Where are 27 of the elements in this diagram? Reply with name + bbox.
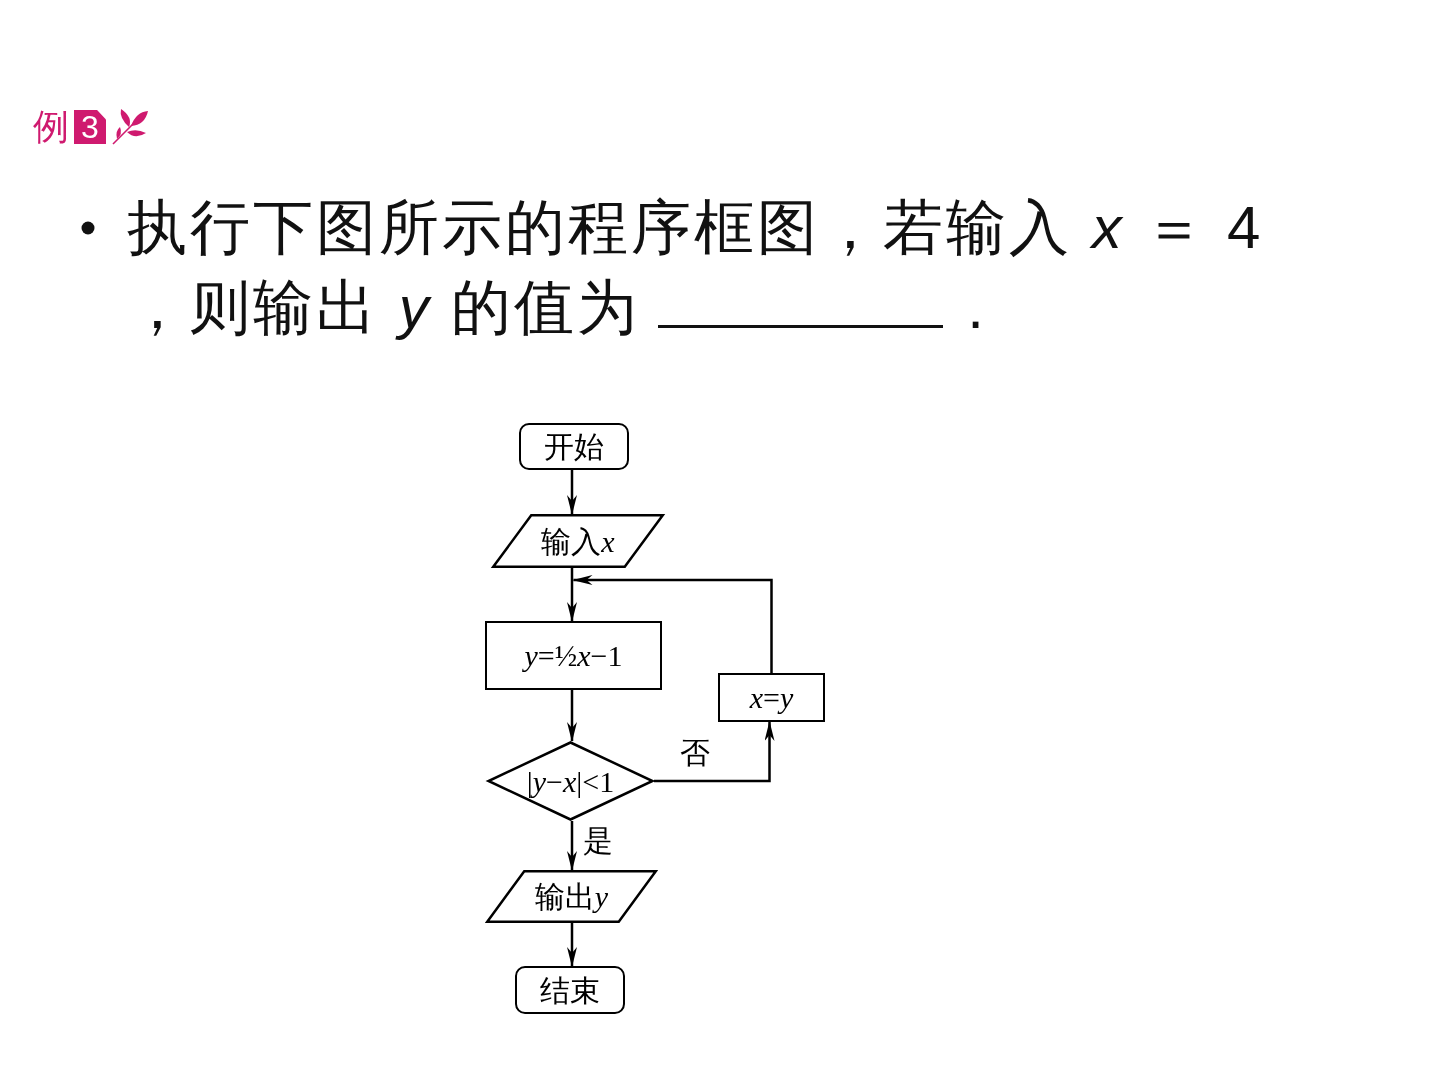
connector-line	[570, 568, 574, 580]
io-parallelogram	[486, 870, 657, 923]
process-label: y=½x−1	[524, 639, 623, 672]
arrow	[567, 580, 577, 622]
io-label: 输出y	[534, 880, 609, 913]
arrow	[567, 923, 577, 967]
io-label: 输入x	[541, 524, 615, 558]
arrow	[654, 721, 775, 783]
branch-label: 是	[583, 824, 613, 858]
process-box	[718, 673, 825, 722]
branch-label: 否	[680, 736, 710, 770]
terminal-box	[515, 966, 625, 1014]
example-number: 3	[74, 110, 106, 144]
arrow	[572, 575, 773, 673]
process-box	[485, 621, 662, 690]
example-label: 例	[33, 106, 69, 148]
question-text: 执行下图所示的程序框图，若输入 x ＝ 4 ，则输出 y 的值为 .	[127, 193, 1265, 343]
condition-label: |y−x|<1	[526, 764, 615, 798]
terminal-label: 开始	[544, 430, 604, 463]
io-parallelogram	[492, 514, 664, 568]
decision-diamond	[487, 741, 654, 821]
terminal-box	[519, 423, 629, 470]
process-label: x=y	[749, 681, 794, 714]
arrow	[567, 821, 577, 871]
terminal-label: 结束	[540, 973, 600, 1007]
arrow	[567, 690, 577, 742]
arrow	[567, 470, 577, 515]
